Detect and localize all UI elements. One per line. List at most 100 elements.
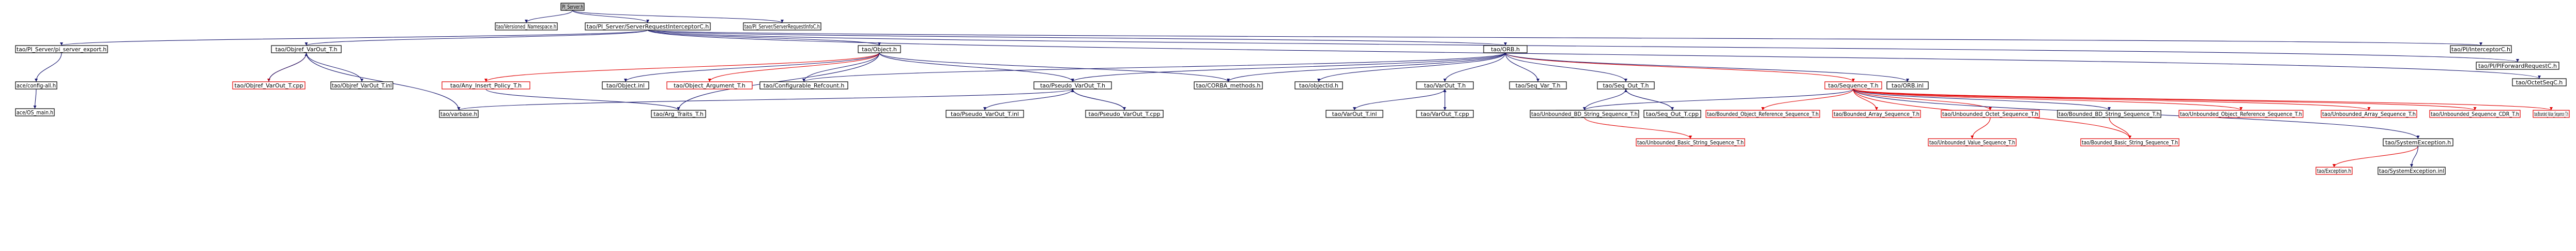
node[interactable]: tao/Bounded_Value_Sequence_T.h xyxy=(2533,110,2570,118)
node-label: tao/Object.h xyxy=(862,46,897,53)
node-box xyxy=(743,22,821,31)
node[interactable]: tao/Object_Argument_T.h xyxy=(666,81,753,90)
node[interactable]: tao/PI_Server/pi_server_export.h xyxy=(15,45,108,53)
edge-n47-to-n48 xyxy=(2333,145,2419,168)
edge-n6-to-n16 xyxy=(484,52,880,82)
node-box xyxy=(602,81,649,90)
node[interactable]: tao/PI/InterceptorC.h xyxy=(2450,45,2512,53)
node[interactable]: tao/VarOut_T.h xyxy=(1416,81,1474,90)
edge-n2-to-n7 xyxy=(647,29,1507,46)
edge-n6-to-n24 xyxy=(879,52,1230,82)
node-label: tao/Sequence_T.h xyxy=(1828,82,1878,89)
node[interactable]: tao/Configurable_Refcount.h xyxy=(759,81,848,90)
node-label: tao/Objref_VarOut_T.h xyxy=(276,46,338,53)
edge-n2-to-n9 xyxy=(647,29,2519,63)
node[interactable]: tao/Unbounded_Octet_Sequence_T.h xyxy=(1941,110,2040,118)
node-box xyxy=(2533,110,2570,118)
node[interactable]: tao/ORB.h xyxy=(1483,45,1528,53)
node[interactable]: tao/VarOut_T.cpp xyxy=(1416,110,1474,118)
node[interactable]: tao/PI_Server/ServerRequestInterceptorC.… xyxy=(585,22,711,31)
node[interactable]: tao/Seq_Out_T.cpp xyxy=(1643,110,1701,118)
node[interactable]: tao/SystemException.h xyxy=(2383,138,2453,146)
node[interactable]: tao/Sequence_T.h xyxy=(1824,81,1882,90)
node-label: tao/Seq_Out_T.cpp xyxy=(1646,111,1699,117)
node[interactable]: tao/Any_Insert_Policy_T.h xyxy=(441,81,530,90)
node[interactable]: tao/Seq_Var_T.h xyxy=(1509,81,1567,90)
node-label: tao/Versioned_Namespace.h xyxy=(496,23,556,30)
node-box xyxy=(2512,78,2567,86)
edge-n5-to-n13 xyxy=(306,52,363,82)
node-label: tao/PI_Server/ServerRequestInterceptorC.… xyxy=(587,23,709,30)
node-box xyxy=(1483,45,1528,53)
node-box xyxy=(15,108,55,116)
node[interactable]: tao/Bounded_Array_Sequence_T.h xyxy=(1832,110,1921,118)
edge-n7-to-n28 xyxy=(1505,52,1627,82)
node[interactable]: tao/Pseudo_VarOut_T.h xyxy=(1033,81,1112,90)
node-box xyxy=(441,81,530,90)
node-box xyxy=(2377,167,2446,175)
node[interactable]: tao/Seq_Out_T.h xyxy=(1597,81,1655,90)
node[interactable]: ace/OS_main.h xyxy=(15,108,55,116)
node[interactable]: tao/Unbounded_Object_Reference_Sequence_… xyxy=(2178,110,2304,118)
node[interactable]: tao/CORBA_methods.h xyxy=(1194,81,1263,90)
node-box xyxy=(1416,110,1474,118)
node[interactable]: tao/Object.h xyxy=(858,45,901,53)
edge-layer xyxy=(33,10,2553,168)
node[interactable]: tao/Unbounded_Sequence_CDR_T.h xyxy=(2429,110,2521,118)
node-label: tao/Bounded_Value_Sequence_T.h xyxy=(2534,111,2568,117)
node-box xyxy=(1509,81,1567,90)
node-label: tao/CORBA_methods.h xyxy=(1196,82,1261,89)
edge-n23-to-n20 xyxy=(1071,88,1125,111)
node[interactable]: tao/Objref_VarOut_T.cpp xyxy=(232,81,306,90)
node-label: tao/PI/InterceptorC.h xyxy=(2451,46,2510,53)
node[interactable]: tao/PI/PIForwardRequestC.h xyxy=(2476,62,2559,70)
node[interactable]: tao/Exception.h xyxy=(2315,167,2353,175)
node[interactable]: tao/objectid.h xyxy=(1294,81,1343,90)
node[interactable]: tao/Pseudo_VarOut_T.cpp xyxy=(1085,110,1164,118)
node-box xyxy=(1886,81,1929,90)
node[interactable]: tao/Versioned_Namespace.h xyxy=(495,22,558,31)
node[interactable]: tao/Objref_VarOut_T.h xyxy=(271,45,342,53)
node[interactable]: tao/Bounded_Basic_String_Sequence_T.h xyxy=(2080,138,2179,146)
edge-n0-to-n2 xyxy=(572,10,649,23)
node[interactable]: tao/Unbounded_Basic_String_Sequence_T.h xyxy=(1636,138,1745,146)
edge-n20-to-n15 xyxy=(457,88,1073,111)
node[interactable]: tao/Unbounded_BD_String_Sequence_T.h xyxy=(1530,110,1639,118)
node[interactable]: tao/varbase.h xyxy=(439,110,479,118)
node-label: tao/Bounded_BD_String_Sequence_T.h xyxy=(2059,111,2160,117)
node[interactable]: tao/OctetSeqC.h xyxy=(2512,78,2567,86)
edge-n39-to-n46 xyxy=(2109,117,2131,139)
edge-n20-to-n22 xyxy=(983,88,1073,111)
edge-n35-to-n44 xyxy=(1584,117,1692,139)
edge-n38-to-n45 xyxy=(1971,117,1991,139)
node[interactable]: tao/Unbounded_Array_Sequence_T.h xyxy=(2321,110,2417,118)
node[interactable]: tao/Objref_VarOut_T.inl xyxy=(330,81,393,90)
node-label: tao/Unbounded_Basic_String_Sequence_T.h xyxy=(1637,139,1744,146)
edge-n33-to-n35 xyxy=(1583,88,1854,111)
node-box xyxy=(2057,110,2161,118)
node-label: tao/Bounded_Object_Reference_Sequence_T.… xyxy=(1707,111,1819,117)
node[interactable]: tao/Pseudo_VarOut_T.inl xyxy=(946,110,1024,118)
node[interactable]: tao/VarOut_T.inl xyxy=(1325,110,1383,118)
node[interactable]: ace/config-all.h xyxy=(15,81,57,90)
node[interactable]: tao/Bounded_BD_String_Sequence_T.h xyxy=(2057,110,2161,118)
edge-n33-to-n36 xyxy=(1761,88,1854,111)
node-box xyxy=(585,22,711,31)
node[interactable]: tao/Arg_Traits_T.h xyxy=(651,110,706,118)
edge-n2-to-n8 xyxy=(647,29,2482,46)
node[interactable]: tao/Bounded_Object_Reference_Sequence_T.… xyxy=(1705,110,1820,118)
node-label: tao/Objref_VarOut_T.inl xyxy=(332,82,392,89)
node[interactable]: tao/Unbounded_Value_Sequence_T.h xyxy=(1928,138,2017,146)
node[interactable]: tao/Object.inl xyxy=(602,81,649,90)
node-label: ace/config-all.h xyxy=(17,82,56,89)
node[interactable]: tao/PI_Server/ServerRequestInfoC.h xyxy=(743,22,821,31)
edge-n7-to-n33 xyxy=(1505,52,1855,82)
node-box xyxy=(1530,110,1639,118)
edge-n2-to-n10 xyxy=(647,29,2541,79)
node[interactable]: tao/ORB.inl xyxy=(1886,81,1929,90)
node-label: tao/Arg_Traits_T.h xyxy=(653,111,704,117)
node-label: tao/VarOut_T.cpp xyxy=(1421,111,1469,117)
node-label: tao/Bounded_Array_Sequence_T.h xyxy=(1834,111,1919,117)
node[interactable]: tao/SystemException.inl xyxy=(2377,167,2446,175)
